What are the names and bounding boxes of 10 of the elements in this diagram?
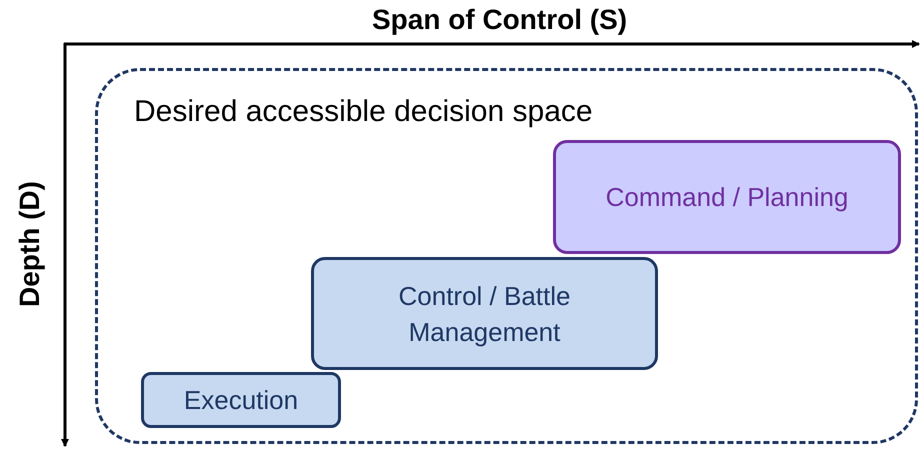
box-label: Command / Planning (606, 181, 848, 214)
box-label: Execution (184, 384, 298, 417)
box-label: Control / Battle Management (398, 280, 572, 348)
level-box (553, 140, 901, 254)
decision-space-region (95, 68, 918, 444)
level-box (141, 372, 341, 428)
axis-title: Span of Control (S) (372, 6, 628, 34)
region-title: Desired accessible decision space (134, 97, 593, 127)
level-box (311, 257, 658, 370)
axis-title: Depth (D) (16, 180, 44, 309)
